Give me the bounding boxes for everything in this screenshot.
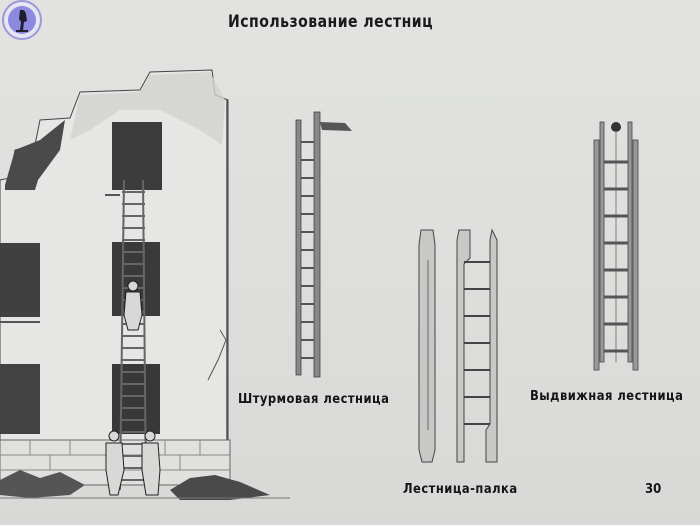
label-extension-ladder: Выдвижная лестница bbox=[530, 388, 684, 404]
assault-ladder bbox=[295, 111, 352, 378]
pole-ladder-folded bbox=[418, 229, 436, 463]
label-pole-ladder: Лестница-палка bbox=[403, 481, 518, 497]
extension-ladder bbox=[593, 121, 639, 371]
label-assault-ladder: Штурмовая лестница bbox=[238, 391, 390, 407]
page-number: 30 bbox=[645, 482, 662, 497]
firefighters bbox=[105, 280, 161, 496]
hiker-logo-icon bbox=[2, 0, 42, 40]
pole-ladder-open bbox=[456, 228, 498, 463]
building-windows bbox=[0, 122, 162, 434]
slide-title: Использование лестниц bbox=[228, 12, 434, 32]
